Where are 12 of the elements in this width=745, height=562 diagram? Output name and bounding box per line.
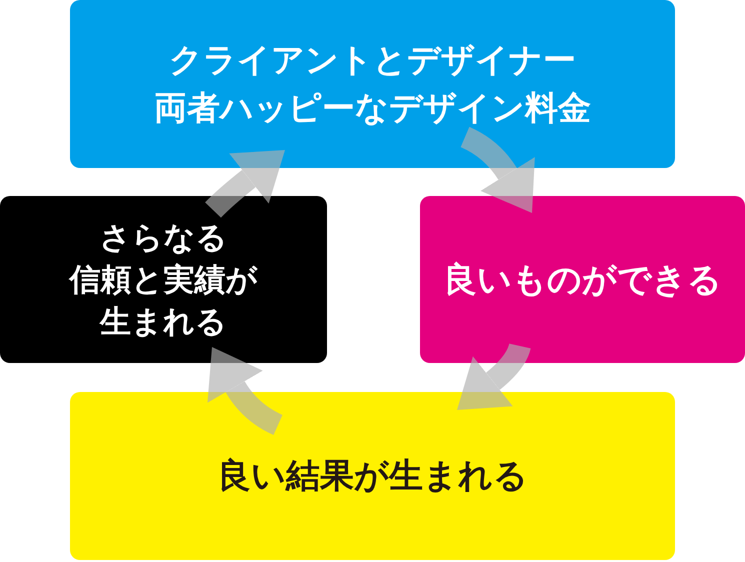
process-box xyxy=(70,392,675,560)
process-box xyxy=(70,0,675,168)
curved-arrow xyxy=(208,348,283,435)
curved-arrow xyxy=(205,150,285,218)
box-label: 良い結果が生まれる xyxy=(217,455,528,498)
box-label: 良いものができる xyxy=(443,258,722,302)
curved-arrow xyxy=(457,343,531,411)
box-label: さらなる信頼と実績が生まれる xyxy=(70,218,258,342)
process-box xyxy=(0,196,327,363)
curved-arrow xyxy=(460,126,534,212)
box-label: クライアントとデザイナー両者ハッピーなデザイン料金 xyxy=(154,39,591,129)
process-box xyxy=(420,196,745,363)
